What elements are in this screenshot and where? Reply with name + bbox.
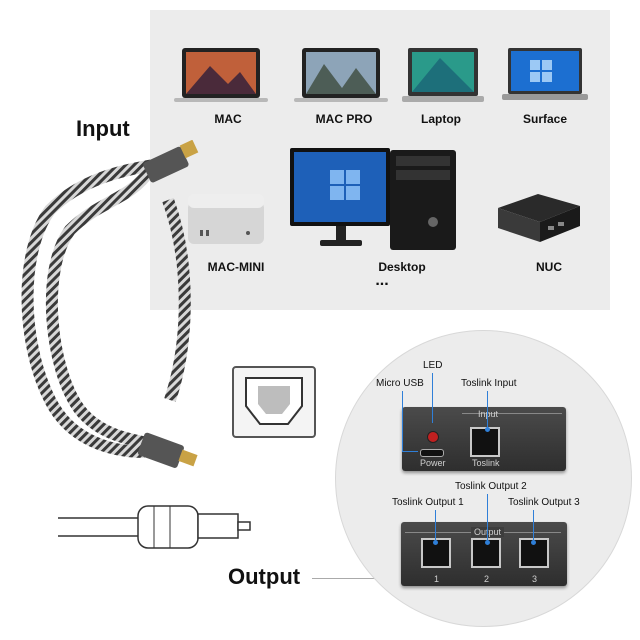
device-label-mac-pro: MAC PRO bbox=[315, 112, 373, 126]
windows-laptop-icon bbox=[402, 48, 484, 102]
toslink-output-port-1 bbox=[421, 538, 451, 568]
device-label-surface: Surface bbox=[522, 112, 568, 126]
toslink-input-leader-line bbox=[487, 391, 488, 429]
output-port-number-1: 1 bbox=[434, 574, 440, 584]
toslink-output-1-leader-line bbox=[435, 510, 436, 542]
power-port-label: Power bbox=[420, 458, 446, 468]
toslink-input-leader-dot bbox=[485, 427, 490, 432]
input-divider bbox=[462, 413, 562, 414]
desktop-computer-icon bbox=[290, 148, 456, 250]
toslink-plug-drawing bbox=[58, 505, 251, 549]
laptop-icons-row bbox=[174, 48, 588, 102]
splitter-input-panel: Input Power Toslink bbox=[402, 407, 566, 471]
toslink-output-2-annotation: Toslink Output 2 bbox=[455, 481, 527, 492]
micro-usb-leader-line bbox=[402, 391, 403, 451]
splitter-output-panel: Output 1 2 3 bbox=[401, 522, 567, 586]
toslink-output-port-2 bbox=[471, 538, 501, 568]
toslink-port-label: Toslink bbox=[472, 458, 500, 468]
led-indicator bbox=[427, 431, 439, 443]
toslink-output-3-leader-dot bbox=[531, 540, 536, 545]
surface-laptop-icon bbox=[502, 48, 588, 100]
output-port-number-2: 2 bbox=[484, 574, 490, 584]
device-label-nuc: NUC bbox=[536, 260, 562, 274]
micro-usb-port bbox=[420, 449, 444, 457]
device-label-laptop: Laptop bbox=[421, 112, 461, 126]
output-pointer-line bbox=[312, 578, 392, 579]
toslink-output-2-leader-dot bbox=[485, 540, 490, 545]
mac-pro-laptop-icon bbox=[294, 48, 388, 102]
mac-laptop-icon bbox=[174, 48, 268, 102]
input-panel-label: Input bbox=[478, 409, 499, 419]
led-annotation: LED bbox=[423, 360, 443, 371]
led-leader-line bbox=[432, 373, 433, 423]
braided-optical-cable bbox=[21, 140, 199, 468]
micro-usb-leader-line-h bbox=[402, 451, 418, 452]
toslink-input-annotation: Toslink Input bbox=[461, 378, 517, 389]
device-label-desktop: Desktop bbox=[378, 260, 426, 274]
device-label-mac: MAC bbox=[214, 112, 242, 126]
toslink-output-3-annotation: Toslink Output 3 bbox=[508, 497, 580, 508]
toslink-output-1-leader-dot bbox=[433, 540, 438, 545]
toslink-output-1-annotation: Toslink Output 1 bbox=[392, 497, 464, 508]
output-label: Output bbox=[228, 564, 301, 589]
output-port-number-3: 3 bbox=[532, 574, 538, 584]
device-label-mac-mini: MAC-MINI bbox=[207, 260, 265, 274]
input-label: Input bbox=[76, 116, 130, 141]
micro-usb-annotation: Micro USB bbox=[376, 378, 424, 389]
toslink-output-2-leader-line bbox=[487, 494, 488, 542]
toslink-output-3-leader-line bbox=[533, 510, 534, 542]
toslink-port-icon bbox=[232, 366, 316, 438]
mac-mini-icon bbox=[188, 194, 264, 244]
nuc-icon bbox=[498, 194, 580, 242]
more-devices-ellipsis: ... bbox=[375, 272, 389, 289]
